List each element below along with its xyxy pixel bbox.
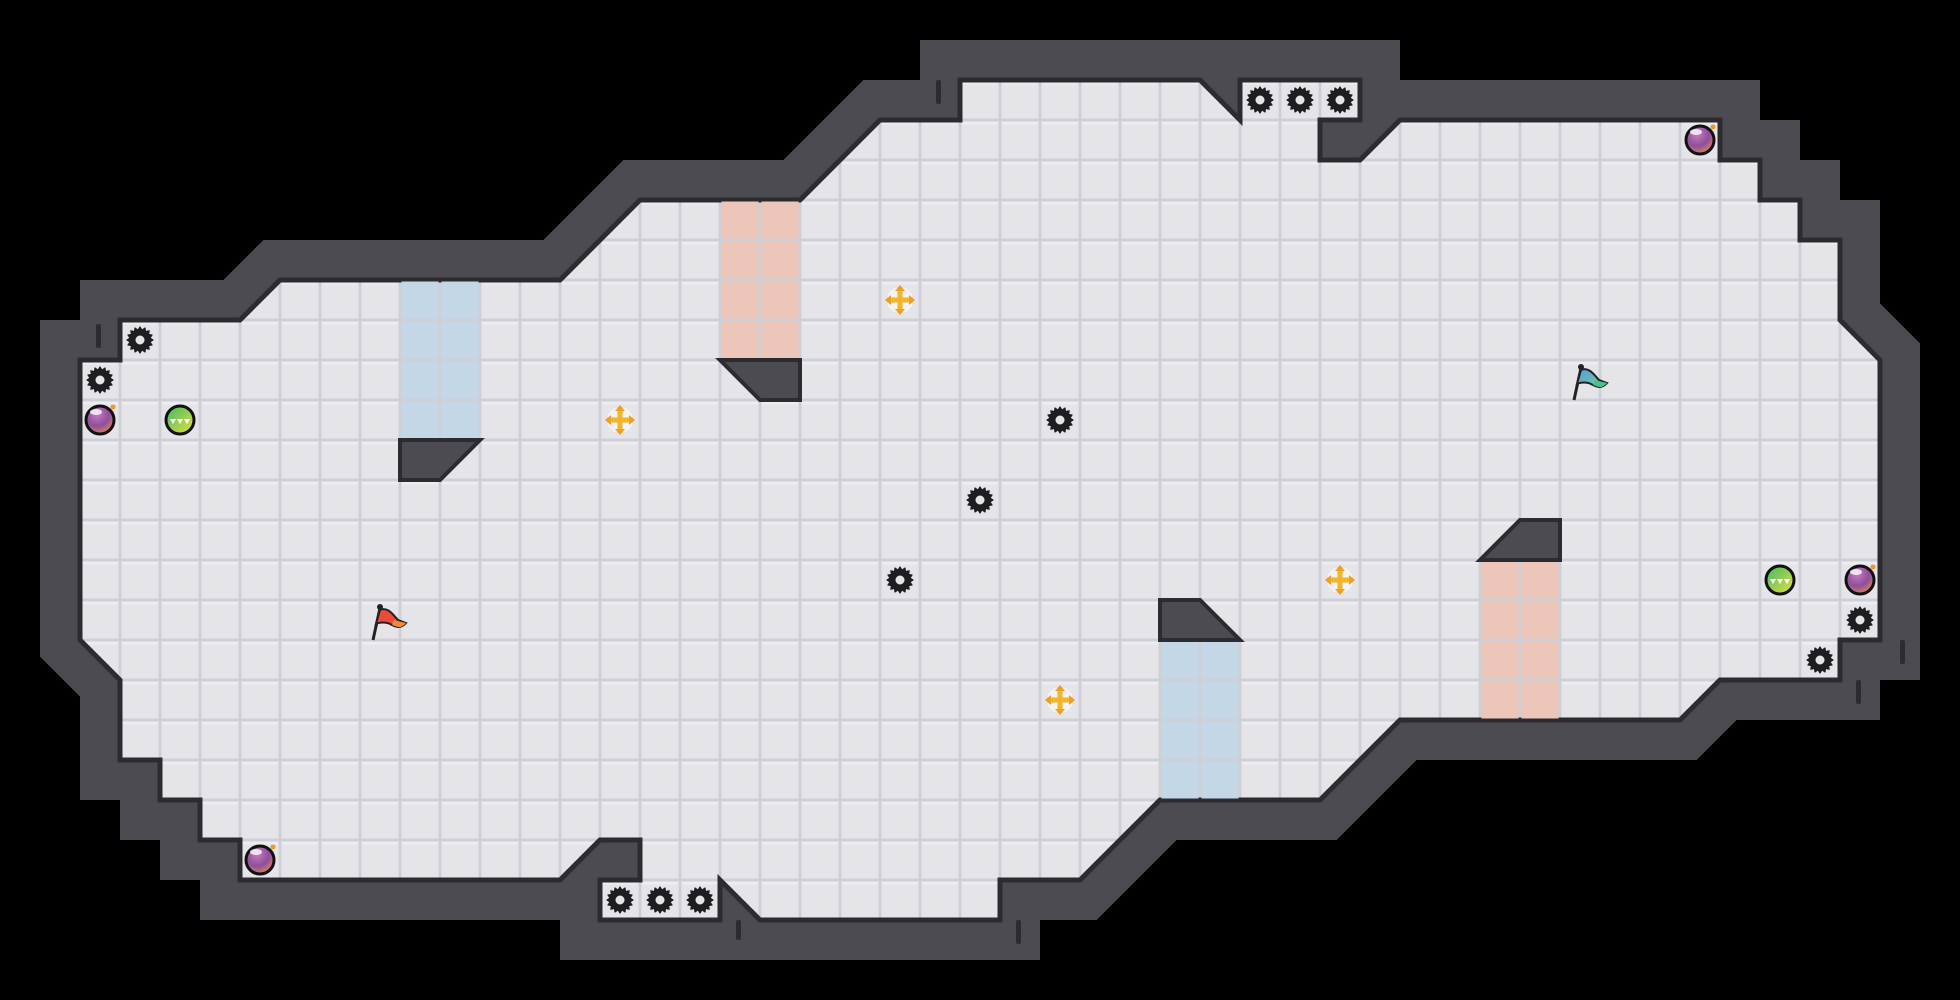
wall-blocks <box>398 358 1562 642</box>
wall-notch <box>736 920 741 940</box>
gear-hazard-icon <box>86 366 114 394</box>
plus-pickup-icon <box>1045 685 1075 715</box>
wall-notch <box>96 324 101 348</box>
red-flag-icon[interactable] <box>371 604 408 641</box>
pink-zone-tile <box>721 281 759 319</box>
gear-hazard-icon <box>886 566 914 594</box>
blue-zone-tile <box>441 321 479 359</box>
blue-zone-tile <box>1201 761 1239 799</box>
pink-zone-tile <box>721 241 759 279</box>
pink-zone-tile <box>761 241 799 279</box>
purple-bomb-icon <box>244 844 276 876</box>
plus-pickup-icon <box>605 405 635 435</box>
pink-zone-tile <box>1481 561 1519 599</box>
items <box>84 86 1876 914</box>
wall-marks <box>96 80 1905 944</box>
plus-pickup-icon <box>1325 565 1355 595</box>
blue-flag-icon[interactable] <box>1572 364 1609 401</box>
colored-zones <box>401 201 1559 799</box>
pink-zone-tile <box>1481 681 1519 719</box>
pink-zone-tile <box>721 201 759 239</box>
pink-zone-tile <box>721 321 759 359</box>
wall-notch <box>1856 680 1861 704</box>
blue-zone-tile <box>441 401 479 439</box>
wall-notch <box>936 80 941 104</box>
pink-zone-tile <box>1481 601 1519 639</box>
blue-zone-tile <box>1161 721 1199 759</box>
blue-zone-tile <box>441 361 479 399</box>
pink-zone-tile <box>761 201 799 239</box>
green-orb-icon <box>164 404 196 436</box>
blue-zone-tile <box>1161 681 1199 719</box>
gear-hazard-icon <box>686 886 714 914</box>
pink-zone-tile <box>761 321 799 359</box>
purple-bomb-icon <box>1684 124 1716 156</box>
pink-zone-tile <box>1521 681 1559 719</box>
gear-hazard-icon <box>966 486 994 514</box>
purple-bomb-icon <box>84 404 116 436</box>
gear-hazard-icon <box>646 886 674 914</box>
gear-hazard-icon <box>1286 86 1314 114</box>
blue-zone-tile <box>401 361 439 399</box>
pink-zone-tile <box>1521 641 1559 679</box>
gear-hazard-icon <box>126 326 154 354</box>
wall-block <box>715 358 802 402</box>
blue-zone-tile <box>1161 761 1199 799</box>
blue-zone-tile <box>441 281 479 319</box>
pink-zone-tile <box>1521 561 1559 599</box>
pink-zone-tile <box>761 281 799 319</box>
gear-hazard-icon <box>1846 606 1874 634</box>
plus-pickup-icon <box>885 285 915 315</box>
gear-hazard-icon <box>1806 646 1834 674</box>
blue-zone-tile <box>401 321 439 359</box>
blue-zone-tile <box>1201 641 1239 679</box>
wall-notch <box>1016 920 1021 944</box>
blue-zone-tile <box>1201 721 1239 759</box>
wall-notch <box>1900 640 1905 664</box>
wall-block <box>398 438 485 482</box>
pink-zone-tile <box>1521 601 1559 639</box>
gear-hazard-icon <box>606 886 634 914</box>
blue-zone-tile <box>1161 641 1199 679</box>
wall-block <box>1158 598 1245 642</box>
wall-block <box>1475 518 1562 562</box>
blue-zone-tile <box>401 401 439 439</box>
green-orb-icon <box>1764 564 1796 596</box>
gear-hazard-icon <box>1046 406 1074 434</box>
pink-zone-tile <box>1481 641 1519 679</box>
purple-bomb-icon <box>1844 564 1876 596</box>
gear-hazard-icon <box>1326 86 1354 114</box>
blue-zone-tile <box>1201 681 1239 719</box>
blue-zone-tile <box>401 281 439 319</box>
gear-hazard-icon <box>1246 86 1274 114</box>
